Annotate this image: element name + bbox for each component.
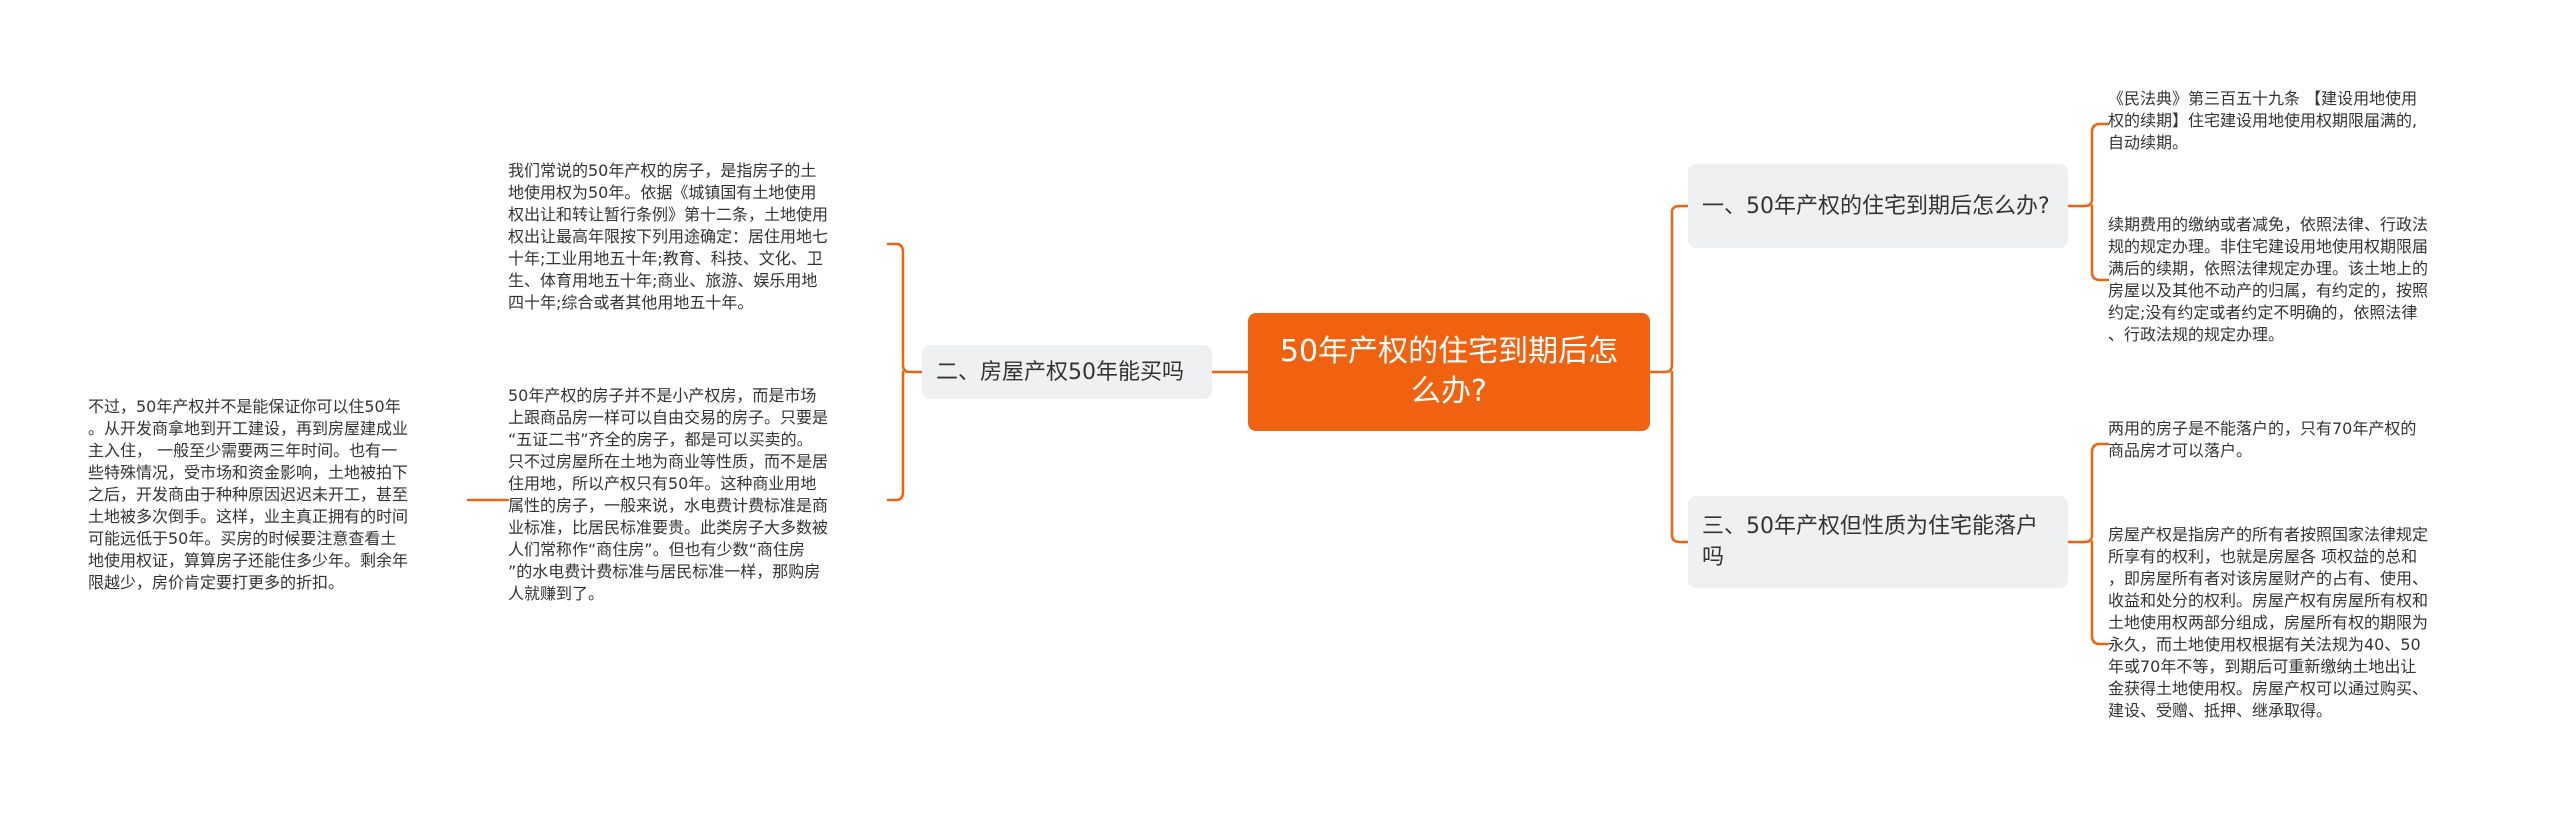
branch-topic-1[interactable]: 一、50年产权的住宅到期后怎么办? [1688, 164, 2068, 248]
branch-topic-3[interactable]: 三、50年产权但性质为住宅能落户吗 [1688, 496, 2068, 588]
leaf-topic-1a[interactable]: 《民法典》第三百五十九条 【建设用地使用 权的续期】住宅建设用地使用权期限届满的… [2108, 89, 2418, 152]
leaf-topic-2a[interactable]: 我们常说的50年产权的房子，是指房子的土 地使用权为50年。依据《城镇国有土地使… [508, 161, 829, 312]
branch-topic-2[interactable]: 二、房屋产权50年能买吗 [922, 345, 1212, 399]
leaf-topic-2b[interactable]: 50年产权的房子并不是小产权房，而是市场 上跟商品房一样可以自由交易的房子。只要… [508, 386, 829, 603]
leaf-topic-1b[interactable]: 续期费用的缴纳或者减免，依照法律、行政法 规的规定办理。非住宅建设用地使用权期限… [2108, 215, 2429, 344]
leaf-topic-far-left[interactable]: 不过，50年产权并不是能保证你可以住50年 。从开发商拿地到开工建设，再到房屋建… [88, 397, 409, 592]
leaf-topic-3a[interactable]: 两用的房子是不能落户的，只有70年产权的 商品房才可以落户。 [2108, 419, 2417, 460]
branch-topic-1-label: 一、50年产权的住宅到期后怎么办? [1702, 193, 2050, 219]
root-topic[interactable]: 50年产权的住宅到期后怎么办? [1248, 313, 1650, 431]
leaf-topic-3b[interactable]: 房屋产权是指房产的所有者按照国家法律规定 所享有的权利，也就是房屋各 项权益的总… [2108, 525, 2429, 720]
branch-topic-3-label: 三、50年产权但性质为住宅能落户吗 [1702, 514, 2038, 570]
root-topic-label: 50年产权的住宅到期后怎么办? [1279, 334, 1619, 409]
branch-topic-2-label: 二、房屋产权50年能买吗 [936, 359, 1184, 385]
